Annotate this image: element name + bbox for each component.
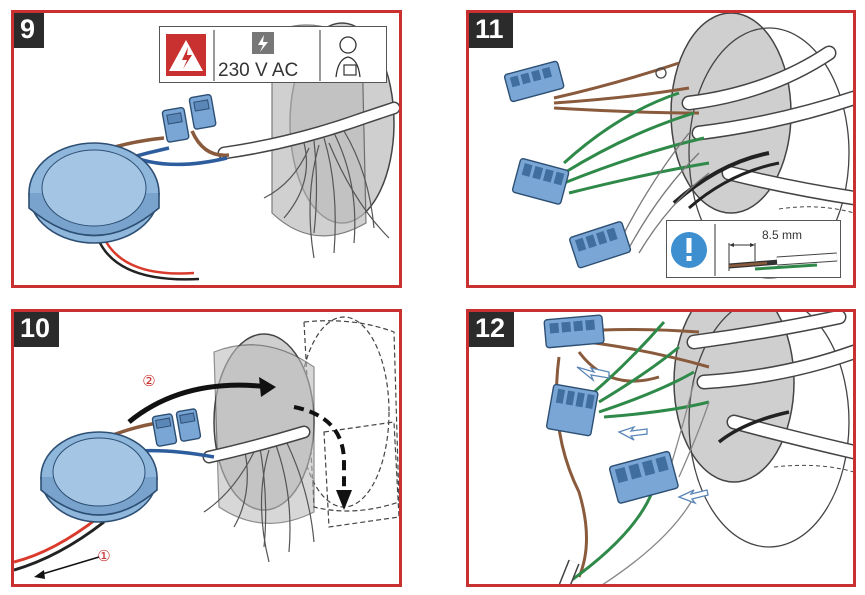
step-number: 10 bbox=[14, 312, 60, 347]
strip-length-label: 8.5 mm bbox=[762, 228, 803, 242]
panel-step-11: 11 8.5 mm bbox=[466, 10, 856, 288]
panel-step-9: 9 230 V AC bbox=[11, 10, 402, 288]
warning-graphics bbox=[166, 30, 361, 81]
info-icon bbox=[671, 232, 707, 268]
step-9-illustration bbox=[28, 22, 399, 281]
step-10-illustration bbox=[14, 316, 399, 579]
voltage-label: 230 V AC bbox=[218, 60, 299, 81]
electrician-icon bbox=[330, 31, 368, 79]
step-number: 11 bbox=[469, 13, 513, 48]
lightning-icon bbox=[252, 32, 274, 54]
danger-voltage-icon bbox=[166, 34, 206, 76]
strip-length-callout: 8.5 mm bbox=[666, 220, 841, 278]
step-number: 9 bbox=[14, 13, 45, 48]
step-number: 12 bbox=[469, 312, 515, 347]
callout-graphics bbox=[671, 224, 838, 276]
panel-step-10: 10 ② ① bbox=[11, 309, 402, 587]
warning-label: 230 V AC bbox=[159, 26, 387, 83]
order-mark-first: ① bbox=[97, 548, 111, 565]
step-11-illustration bbox=[503, 13, 853, 279]
step-12-illustration bbox=[543, 312, 853, 584]
order-mark-second: ② bbox=[142, 373, 156, 390]
panel-step-12: 12 bbox=[466, 309, 856, 587]
